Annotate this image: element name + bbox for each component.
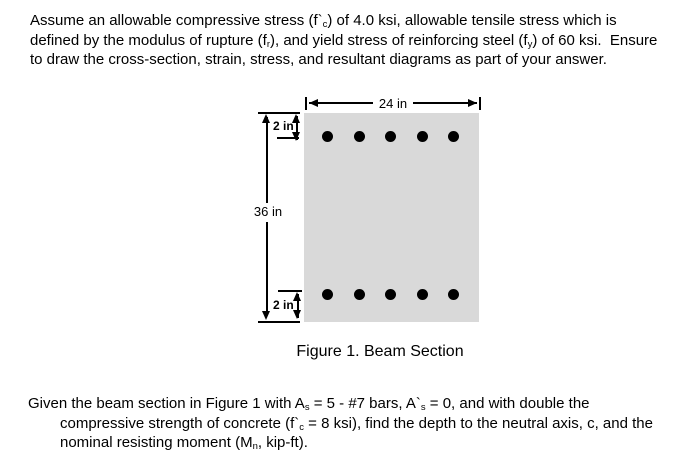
- width-dim-arrowhead-left-icon: [309, 99, 318, 107]
- rebar-dot: [353, 289, 365, 300]
- top-bar-line-tick: [277, 137, 299, 139]
- bottom-cover-dim-line: [297, 294, 299, 318]
- beam-cross-section: [304, 113, 479, 322]
- top-cover-arrowhead-down-icon: [292, 132, 300, 141]
- rebar-dot: [416, 289, 428, 300]
- width-dim-left-tick: [305, 97, 307, 110]
- height-dim-arrowhead-up-icon: [262, 114, 270, 123]
- text-line: compressive strength of concrete (f`c = …: [60, 414, 653, 433]
- figure-caption: Figure 1. Beam Section: [296, 343, 464, 360]
- bottom-bar-line-tick: [278, 290, 302, 292]
- bottom-cover-arrowhead-down-icon: [293, 310, 301, 319]
- rebar-dot: [385, 131, 396, 142]
- text-line: defined by the modulus of rupture (fr), …: [30, 31, 658, 50]
- rebar-dot: [416, 131, 428, 142]
- width-dim-arrowhead-right-icon: [468, 99, 477, 107]
- width-dim-label: 24 in: [372, 96, 414, 112]
- width-dim-right-tick: [479, 97, 481, 110]
- rebar-dot: [322, 289, 333, 300]
- rebar-dot: [353, 131, 365, 142]
- problem-paragraph: Given the beam section in Figure 1 with …: [28, 394, 653, 453]
- width-dim-label-wrap: 24 in: [309, 95, 477, 113]
- rebar-dot: [448, 289, 459, 300]
- height-dim-top-tick: [258, 112, 300, 114]
- rebar-dot: [322, 131, 333, 142]
- bottom-cover-arrowhead-up-icon: [293, 292, 301, 301]
- height-dim-label: 36 in: [253, 204, 283, 219]
- text-line: nominal resisting moment (Mn, kip-ft).: [60, 434, 308, 452]
- bottom-cover-dim-label: 2 in: [273, 298, 294, 312]
- text-line: Given the beam section in Figure 1 with …: [28, 395, 590, 413]
- height-dim-arrowhead-down-icon: [262, 311, 270, 320]
- rebar-row-top: [322, 131, 459, 142]
- rebar-row-bottom: [322, 289, 459, 300]
- text-line: Assume an allowable compressive stress (…: [30, 12, 617, 30]
- top-cover-dim-label: 2 in: [273, 119, 294, 133]
- rebar-dot: [385, 289, 396, 300]
- top-cover-arrowhead-up-icon: [292, 114, 300, 123]
- top-cover-dim-line: [296, 116, 298, 140]
- height-dim-line-upper: [266, 117, 268, 203]
- text-line: to draw the cross-section, strain, stres…: [30, 51, 607, 68]
- intro-paragraph: Assume an allowable compressive stress (…: [30, 11, 657, 70]
- height-dim-line-lower: [266, 222, 268, 313]
- rebar-dot: [448, 131, 459, 142]
- height-dim-bottom-tick: [258, 321, 300, 323]
